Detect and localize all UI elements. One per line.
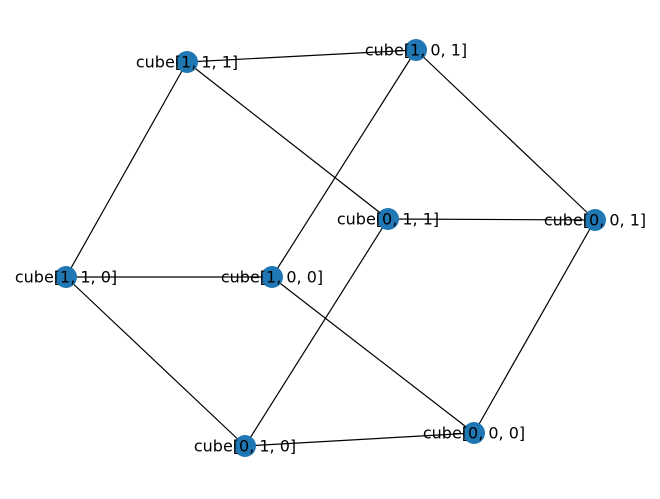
node-011: cube[0, 1, 1] [337, 208, 439, 230]
edge-101-100 [271, 49, 417, 278]
node-circle-011 [377, 208, 399, 230]
node-circle-001 [584, 209, 606, 231]
edge-011-010 [244, 218, 389, 447]
edge-101-001 [415, 49, 596, 221]
edge-011-001 [387, 218, 596, 221]
node-label-010: cube[0, 1, 0] [194, 437, 296, 456]
node-111: cube[1, 1, 1] [136, 51, 238, 73]
edge-110-010 [65, 276, 246, 447]
node-circle-000 [463, 422, 485, 444]
node-label-100: cube[1, 0, 0] [221, 268, 323, 287]
node-100: cube[1, 0, 0] [221, 266, 323, 288]
node-label-000: cube[0, 0, 0] [423, 424, 525, 443]
nodes-layer: cube[1, 1, 1] cube[1, 0, 1] cube[0, 1, 1] c… [15, 39, 646, 457]
edges-layer [65, 49, 596, 447]
node-000: cube[0, 0, 0] [423, 422, 525, 444]
node-010: cube[0, 1, 0] [194, 435, 296, 457]
node-label-011: cube[0, 1, 1] [337, 210, 439, 229]
node-110: cube[1, 1, 0] [15, 266, 117, 288]
node-label-111: cube[1, 1, 1] [136, 53, 238, 72]
node-circle-111 [176, 51, 198, 73]
edge-100-000 [271, 276, 475, 434]
edge-010-000 [244, 432, 475, 447]
node-circle-110 [55, 266, 77, 288]
node-circle-010 [234, 435, 256, 457]
node-001: cube[0, 0, 1] [544, 209, 646, 231]
edge-111-011 [186, 61, 389, 220]
node-circle-101 [405, 39, 427, 61]
node-label-001: cube[0, 0, 1] [544, 211, 646, 230]
edge-111-110 [65, 61, 188, 278]
node-label-101: cube[1, 0, 1] [365, 41, 467, 60]
edge-001-000 [473, 219, 596, 434]
node-101: cube[1, 0, 1] [365, 39, 467, 61]
node-circle-100 [261, 266, 283, 288]
node-label-110: cube[1, 1, 0] [15, 268, 117, 287]
edge-111-101 [186, 49, 417, 63]
